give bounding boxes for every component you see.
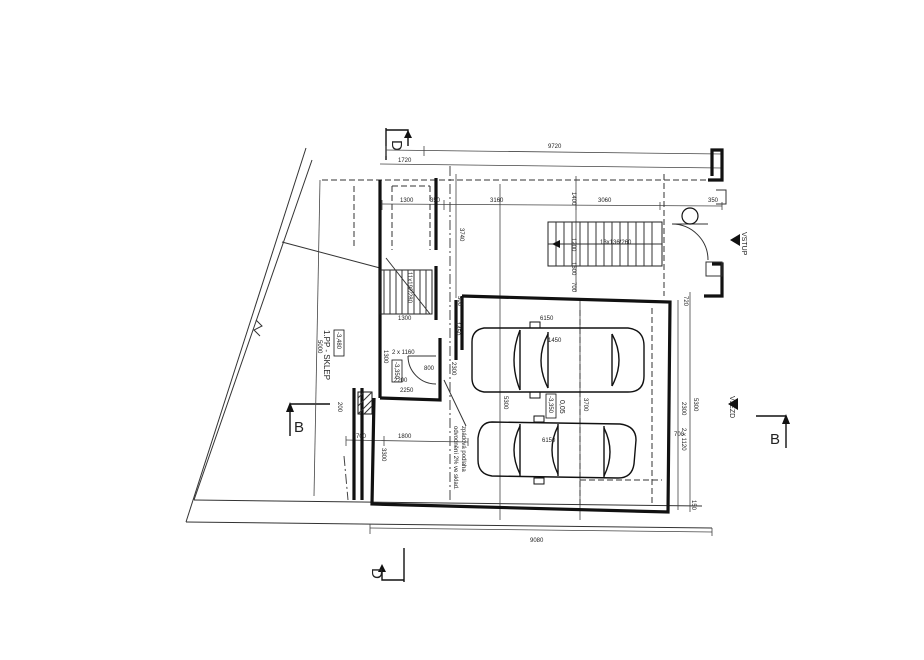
dim-vert-1400: 1400 bbox=[570, 192, 576, 206]
dim-row-350: 350 bbox=[708, 198, 719, 204]
section-mark-bottom-d: D bbox=[368, 548, 405, 582]
dim-bottom-1800: 1800 bbox=[398, 434, 412, 440]
dim-side-3300: 3300 bbox=[380, 448, 386, 462]
dim-row-3160: 3160 bbox=[490, 198, 504, 204]
dim-bottom-700: 700 bbox=[356, 434, 367, 440]
vertical-dimension-texts: 5000 3740 1400 1200 1500 700 6150 6150 1… bbox=[316, 192, 698, 511]
section-label-right-b: B bbox=[770, 431, 780, 448]
entrance-arrows bbox=[728, 234, 740, 410]
dim-vert-5000: 5000 bbox=[316, 340, 322, 354]
dimension-lines bbox=[313, 146, 723, 536]
slab-level-label: 0,05 bbox=[558, 400, 565, 414]
hatched-column bbox=[357, 391, 373, 415]
section-label-left-b: B bbox=[294, 419, 304, 436]
dimension-texts: 9720 9080 1720 1300 3160 3060 350 350 70… bbox=[356, 144, 719, 544]
level-small-label: -3,350 bbox=[393, 362, 399, 380]
dim-vert-6150a: 6150 bbox=[540, 316, 554, 322]
dim-vert-1450: 1450 bbox=[548, 338, 562, 344]
dim-side-200: 200 bbox=[336, 402, 342, 413]
stair-upper-label: 13x136/260 bbox=[600, 240, 632, 246]
car-lower bbox=[477, 415, 637, 485]
dashed-outlines bbox=[322, 166, 722, 510]
door-swings bbox=[407, 189, 727, 385]
room-labels: 1.PP - SKLEP -3,480 -3,350 -3,350 0,05 2… bbox=[322, 232, 747, 490]
section-label-top-d: D bbox=[388, 140, 405, 151]
dim-row-350-b: 350 bbox=[430, 198, 441, 204]
staircase-lower bbox=[379, 257, 433, 315]
dim-vert-3700: 3700 bbox=[582, 398, 588, 412]
dim-vert-1200: 1200 bbox=[570, 238, 576, 252]
level-garage-label: -3,350 bbox=[547, 396, 553, 414]
site-boundary bbox=[185, 147, 713, 529]
dim-top-left: 1720 bbox=[398, 158, 412, 164]
section-mark-top-d: D bbox=[385, 128, 412, 160]
dim-row-3060: 3060 bbox=[598, 198, 612, 204]
window-label: 2 x 1160 bbox=[392, 350, 415, 356]
dim-vert-6150b: 6150 bbox=[542, 438, 556, 444]
dim-side-300: 300 bbox=[456, 296, 462, 307]
note-leader bbox=[443, 379, 467, 427]
dim-side-2200: 2200 bbox=[394, 378, 408, 384]
car-upper bbox=[471, 321, 645, 399]
entrance-arrow-icon bbox=[730, 234, 740, 246]
dim-vert-5300: 5300 bbox=[502, 396, 508, 410]
dim-vert-1500: 1500 bbox=[570, 262, 576, 276]
dim-overall-bottom: 9080 bbox=[530, 538, 544, 544]
dim-vert-2300: 2300 bbox=[680, 402, 686, 416]
entrance-label: VSTUP bbox=[740, 232, 747, 256]
level-box-small: -3,350 bbox=[391, 359, 403, 383]
dim-side-1300: 1300 bbox=[382, 350, 388, 364]
staircase-upper bbox=[547, 221, 663, 267]
section-mark-left-b: B bbox=[286, 402, 330, 436]
section-mark-right-b: B bbox=[756, 414, 790, 448]
dim-vert-700: 700 bbox=[570, 282, 576, 293]
drain-note-label: zpádová podlaha bbox=[460, 426, 466, 472]
section-label-bottom-d: D bbox=[368, 568, 385, 579]
dim-row-1300: 1300 bbox=[400, 198, 414, 204]
level-box-main: -3,480 bbox=[333, 329, 345, 357]
dim-bottom-700-b: 700 bbox=[674, 432, 685, 438]
level-box-garage: -3,350 bbox=[545, 393, 557, 419]
drive-in-arrow-icon bbox=[728, 398, 738, 410]
dim-vert-2x1120: 2 x 1120 bbox=[680, 428, 686, 451]
dim-overall-top: 9720 bbox=[548, 144, 562, 150]
stair-lower-label: 11x192/280 bbox=[406, 272, 412, 304]
dim-vert-5300b: 5300 bbox=[692, 398, 698, 412]
dim-side-720: 720 bbox=[682, 296, 688, 307]
dim-side-1450b: 1450 bbox=[454, 322, 460, 336]
drive-in-label: VJEZD bbox=[728, 396, 735, 418]
dim-side-150: 150 bbox=[690, 500, 696, 511]
drain-note-label-2: odvodnění 2% ve sklad. bbox=[452, 426, 458, 490]
level-main-label: -3,480 bbox=[335, 332, 341, 350]
sill-label: 2250 bbox=[400, 388, 414, 394]
dim-row-1300-b: 1300 bbox=[398, 316, 412, 322]
dim-sill: 800 bbox=[424, 366, 435, 372]
floor-name-label: 1.PP - SKLEP bbox=[322, 330, 331, 380]
dim-side-2300: 2300 bbox=[450, 362, 456, 376]
dim-vert-3740: 3740 bbox=[458, 228, 464, 242]
